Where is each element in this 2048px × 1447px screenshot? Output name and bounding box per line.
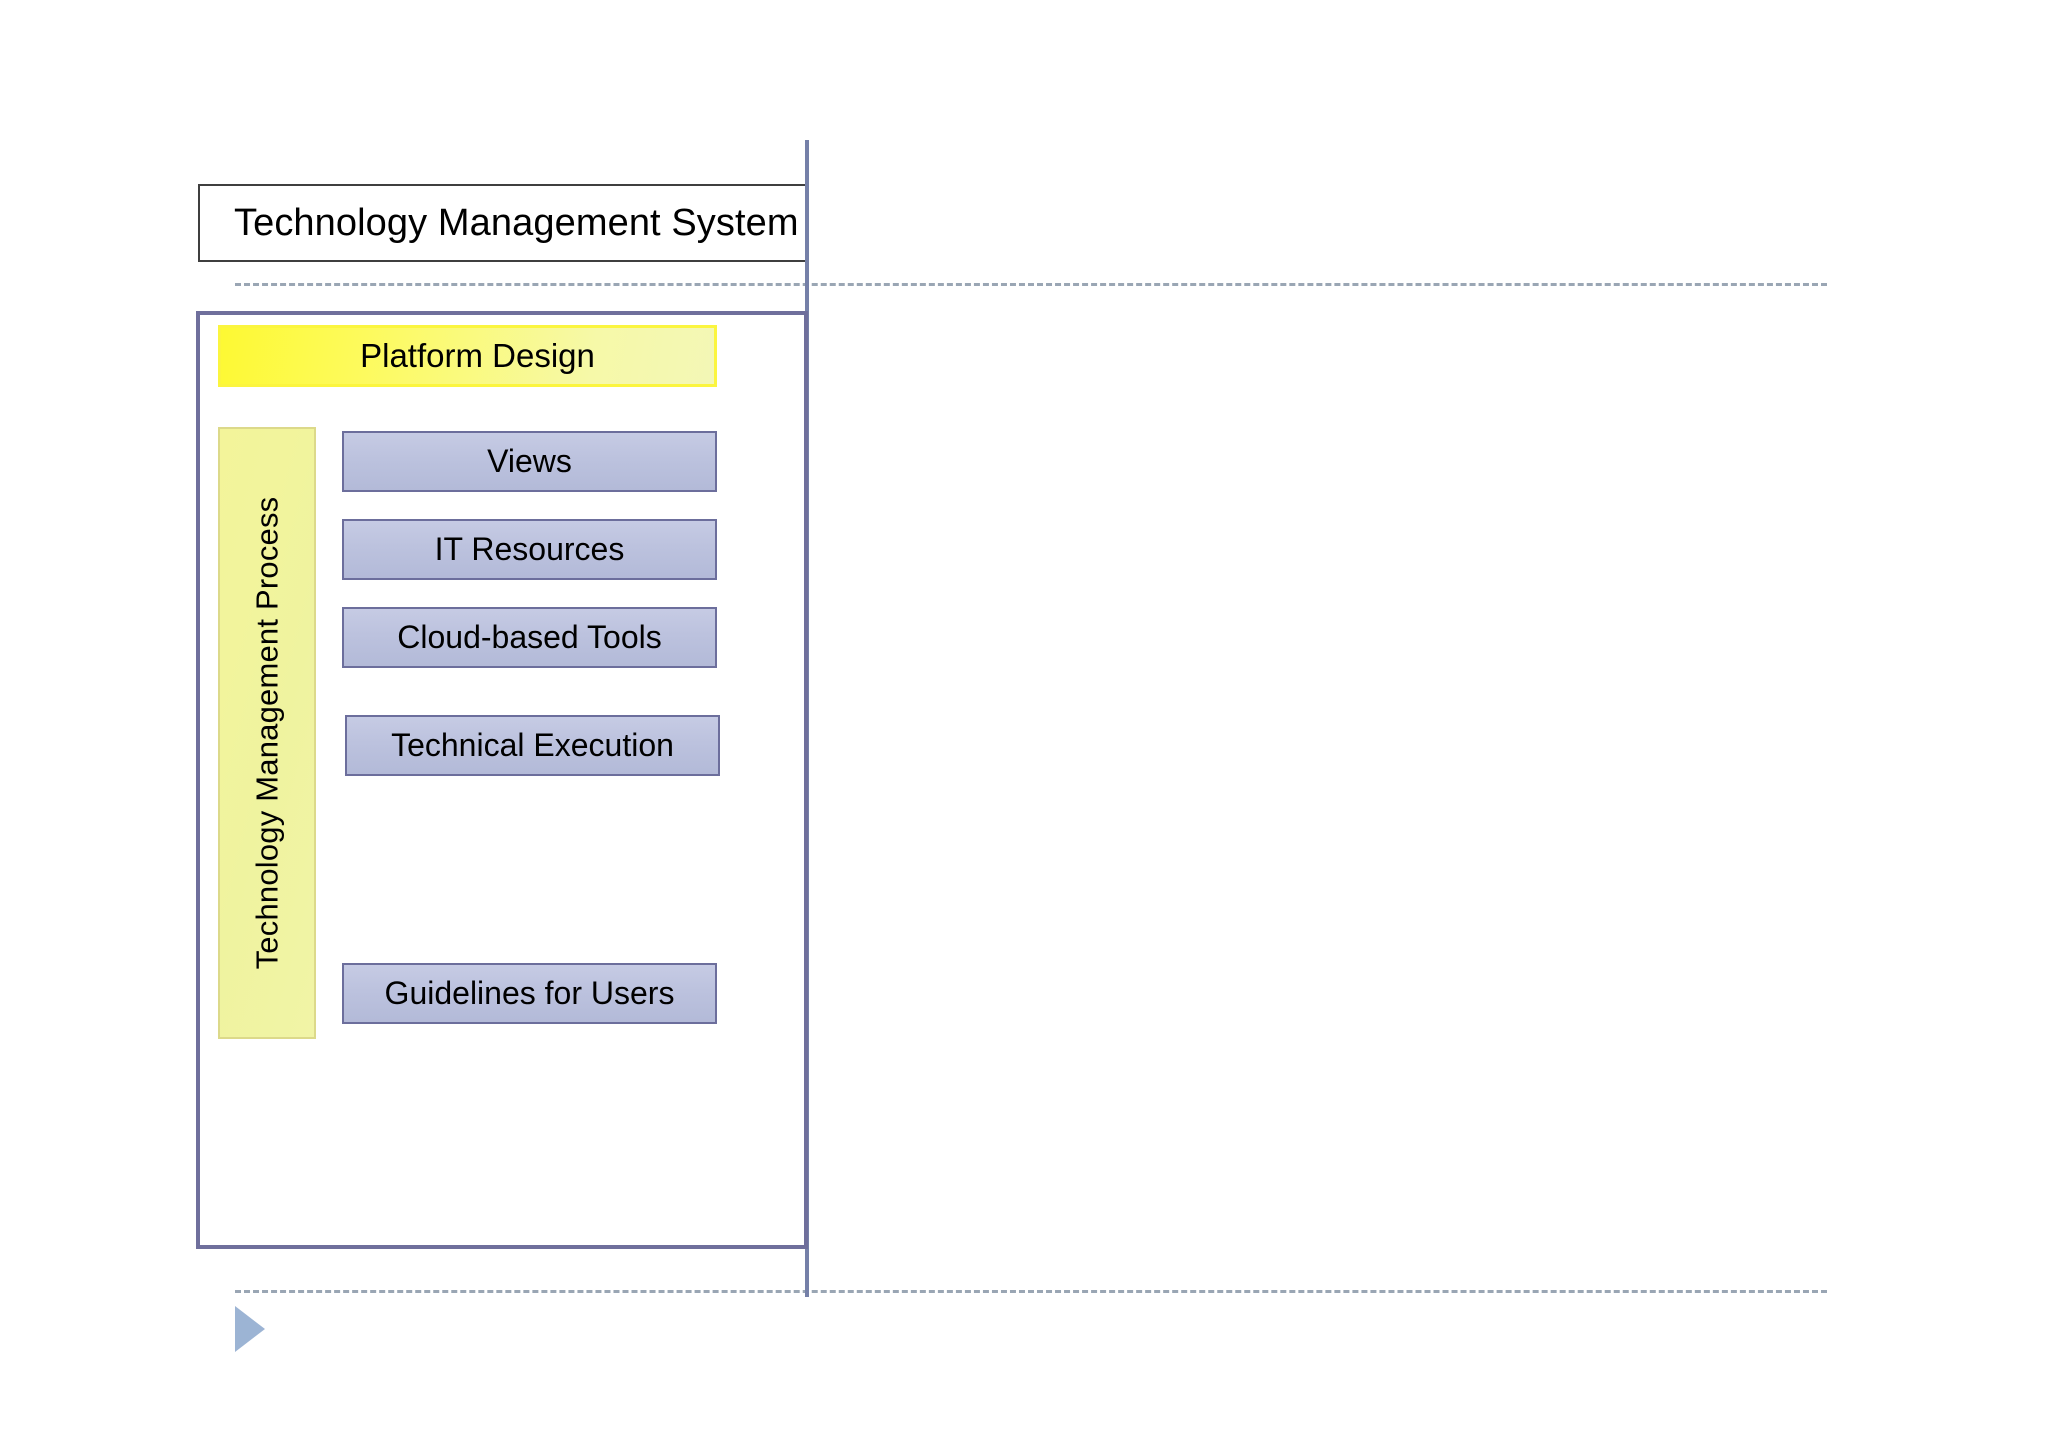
component-box-cloud-based-tools[interactable]: Cloud-based Tools	[342, 607, 717, 668]
process-band-label: Technology Management Process	[249, 496, 285, 970]
component-box-technical-execution[interactable]: Technical Execution	[345, 715, 720, 776]
play-triangle-icon[interactable]	[235, 1306, 265, 1352]
component-box-views[interactable]: Views	[342, 431, 717, 492]
technology-management-process-band[interactable]: Technology Management Process	[218, 427, 316, 1039]
system-title-box: Technology Management System	[198, 184, 808, 262]
platform-design-label: Platform Design	[360, 337, 595, 374]
page-title: Technology Management System	[234, 201, 799, 244]
component-label: Guidelines for Users	[384, 975, 675, 1011]
platform-design-box[interactable]: Platform Design	[218, 325, 717, 387]
component-label: Views	[487, 443, 572, 479]
component-label: IT Resources	[434, 531, 625, 567]
component-label: Technical Execution	[391, 727, 674, 763]
dashed-divider-top	[235, 283, 1827, 286]
dashed-divider-bottom	[235, 1290, 1827, 1293]
component-box-it-resources[interactable]: IT Resources	[342, 519, 717, 580]
component-box-guidelines-for-users[interactable]: Guidelines for Users	[342, 963, 717, 1024]
component-label: Cloud-based Tools	[397, 619, 662, 655]
